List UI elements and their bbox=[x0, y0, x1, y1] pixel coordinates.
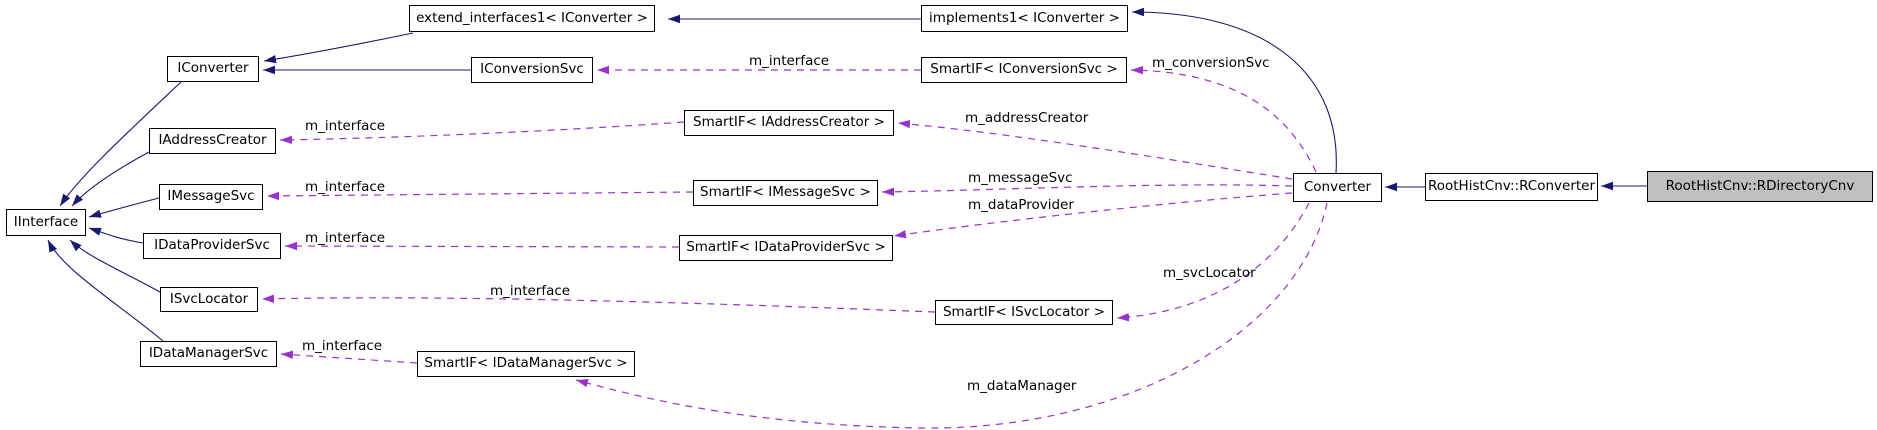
edge-smartif-idataprovidersvc-to-idataprovidersvc bbox=[284, 241, 680, 251]
edge-extend-interfaces1-to-iconverter bbox=[263, 32, 414, 64]
edge-label-m-conversionsvc: m_conversionSvc bbox=[1152, 55, 1270, 71]
edge-label-m-interface-dataprovidersvc: m_interface bbox=[305, 230, 386, 246]
edge-label-m-svclocator: m_svcLocator bbox=[1163, 265, 1256, 281]
edge-iconverter-to-iinterface bbox=[59, 81, 182, 207]
edge-converter-to-smartif-idatamanagersvc bbox=[575, 202, 1328, 429]
node-smartif-iconversionsvc[interactable]: SmartIF< IConversionSvc > bbox=[921, 57, 1127, 83]
edge-isvclocator-to-iinterface bbox=[69, 239, 161, 293]
node-implements1[interactable]: implements1< IConverter > bbox=[921, 5, 1128, 32]
edge-converter-to-smartif-isvclocator bbox=[1116, 202, 1310, 322]
edge-idataprovidersvc-to-iinterface bbox=[88, 227, 144, 244]
node-isvclocator[interactable]: ISvcLocator bbox=[160, 287, 258, 312]
edge-label-m-interface-datamanagersvc: m_interface bbox=[302, 338, 383, 354]
edge-smartif-imessagesvc-to-imessagesvc bbox=[266, 191, 694, 201]
edge-idatamanagersvc-to-iinterface bbox=[47, 239, 164, 342]
edge-imessagesvc-to-iinterface bbox=[88, 197, 160, 218]
edge-converter-to-smartif-iconversionsvc bbox=[1130, 66, 1317, 173]
edge-converter-to-smartif-iaddresscreator bbox=[897, 119, 1293, 180]
edge-converter-to-implements1 bbox=[1131, 7, 1337, 174]
edge-label-m-dataprovider: m_dataProvider bbox=[968, 197, 1074, 213]
node-imessagesvc[interactable]: IMessageSvc bbox=[159, 184, 263, 210]
node-rdirectorycnv: RootHistCnv::RDirectoryCnv bbox=[1647, 171, 1873, 202]
edge-smartif-isvclocator-to-isvclocator bbox=[261, 294, 936, 313]
node-extend-interfaces1[interactable]: extend_interfaces1< IConverter > bbox=[409, 5, 655, 32]
node-idatamanagersvc[interactable]: IDataManagerSvc bbox=[140, 341, 277, 367]
node-smartif-idataprovidersvc[interactable]: SmartIF< IDataProviderSvc > bbox=[679, 235, 893, 261]
edge-label-m-interface-svclocator: m_interface bbox=[490, 283, 571, 299]
edge-smartif-idatamanagersvc-to-idatamanagersvc bbox=[280, 350, 418, 364]
node-smartif-imessagesvc[interactable]: SmartIF< IMessageSvc > bbox=[693, 180, 878, 206]
edge-label-m-interface-addresscreator: m_interface bbox=[305, 118, 386, 134]
node-iconversionsvc[interactable]: IConversionSvc bbox=[471, 57, 593, 83]
node-idataprovidersvc[interactable]: IDataProviderSvc bbox=[143, 233, 281, 259]
edge-iaddresscreator-to-iinterface bbox=[71, 151, 150, 207]
node-smartif-idatamanagersvc[interactable]: SmartIF< IDataManagerSvc > bbox=[417, 351, 635, 377]
edge-smartif-iaddresscreator-to-iaddresscreator bbox=[279, 121, 685, 144]
edge-label-m-interface-messagesvc: m_interface bbox=[305, 179, 386, 195]
edge-label-m-addresscreator: m_addressCreator bbox=[965, 110, 1089, 126]
node-rconverter[interactable]: RootHistCnv::RConverter bbox=[1425, 173, 1598, 201]
node-iaddresscreator[interactable]: IAddressCreator bbox=[149, 128, 276, 154]
node-iconverter[interactable]: IConverter bbox=[167, 56, 259, 82]
edge-label-m-messagesvc: m_messageSvc bbox=[968, 170, 1073, 186]
edge-label-m-interface-conversionsvc: m_interface bbox=[749, 53, 830, 69]
node-converter[interactable]: Converter bbox=[1293, 173, 1382, 202]
node-smartif-iaddresscreator[interactable]: SmartIF< IAddressCreator > bbox=[684, 110, 894, 136]
node-iinterface[interactable]: IInterface bbox=[6, 209, 86, 236]
edge-converter-to-smartif-idataprovidersvc bbox=[893, 192, 1293, 239]
node-smartif-isvclocator[interactable]: SmartIF< ISvcLocator > bbox=[935, 300, 1113, 325]
edge-label-m-datamanager: m_dataManager bbox=[967, 378, 1077, 394]
edge-converter-to-smartif-imessagesvc bbox=[881, 184, 1293, 197]
